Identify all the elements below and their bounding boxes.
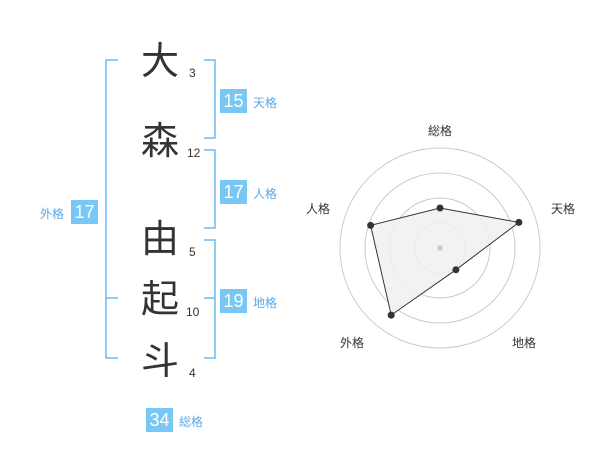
stroke-count-5: 4 [189, 366, 196, 380]
soukaku-score: 34 [146, 408, 173, 432]
radar-axis-label-gaikaku: 外格 [340, 336, 365, 350]
tenkaku-bracket [204, 59, 216, 139]
name-char-1: 大 [140, 39, 179, 83]
tenkaku-score: 15 [220, 89, 247, 113]
stroke-count-3: 5 [189, 245, 196, 259]
name-char-5: 斗 [140, 339, 179, 383]
radar-grid-ring-3 [364, 172, 516, 324]
name-char-2: 森 [140, 119, 179, 163]
stroke-count-4: 10 [186, 305, 200, 319]
gaikaku-score: 17 [71, 200, 98, 224]
radar-axis-label-tenkaku: 天格 [551, 202, 576, 216]
radar-point-3 [452, 266, 460, 274]
radar-axis-label-soukaku: 総格 [428, 124, 453, 138]
soukaku-label: 総格 [179, 415, 204, 429]
radar-point-1 [436, 204, 444, 212]
gaikaku-bracket [105, 59, 118, 359]
chikaku-score: 19 [220, 289, 247, 313]
radar-series-area [370, 207, 521, 316]
tenkaku-label: 天格 [253, 96, 278, 110]
jinkaku-label: 人格 [253, 187, 278, 201]
jinkaku-score: 17 [220, 180, 247, 204]
radar-axis-label-jinkaku: 人格 [306, 202, 331, 216]
name-char-3: 由 [140, 217, 179, 261]
radar-point-4 [387, 311, 395, 319]
radar-axis-label-chikaku: 地格 [512, 336, 537, 350]
jinkaku-bracket [204, 149, 216, 229]
gaikaku-label: 外格 [40, 207, 65, 221]
chikaku-bracket [204, 239, 216, 359]
radar-center-dot [437, 245, 443, 251]
stroke-count-2: 12 [187, 146, 201, 160]
stroke-count-1: 3 [189, 66, 196, 80]
radar-point-5 [367, 221, 375, 229]
radar-point-2 [515, 218, 523, 226]
chikaku-label: 地格 [253, 296, 278, 310]
radar-grid-ring-4 [339, 147, 541, 349]
name-char-4: 起 [140, 277, 179, 321]
